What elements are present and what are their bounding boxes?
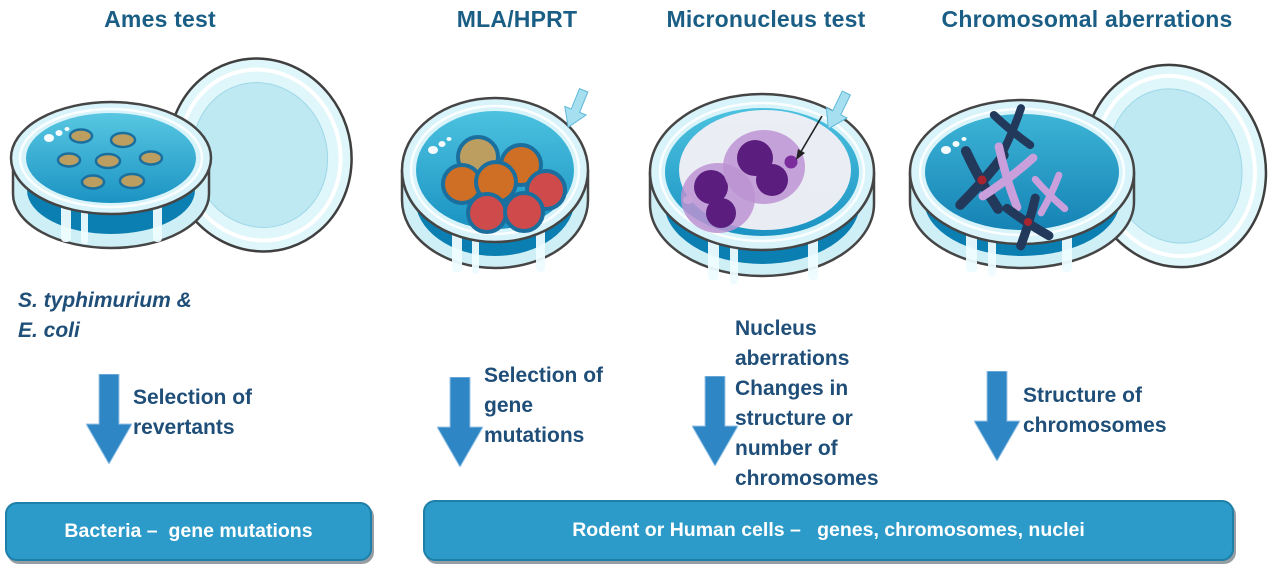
pour-arrow-icon: [825, 90, 852, 130]
chromosomal-result-label: Structure of chromosomes: [1023, 384, 1167, 437]
ames-result-label: Selection of revertants: [133, 386, 253, 439]
rodent-human-cells-banner: Rodent or Human cells – genes, chromosom…: [423, 500, 1234, 561]
mutant-cell-colonies-icon: [441, 135, 567, 234]
bacteria-banner: Bacteria – gene mutations: [5, 502, 372, 561]
binucleated-cell-with-micronucleus-icon: [723, 130, 805, 204]
chromosomes-icon: [955, 104, 1069, 251]
petri-dish-ames: [9, 57, 353, 253]
petri-base-icon: [400, 87, 590, 274]
title-chromosomal-aberrations: Chromosomal aberrations: [941, 6, 1233, 32]
petri-dish-micronucleus: [648, 90, 876, 284]
down-arrow-icon: [437, 377, 483, 467]
micronucleus-icon: [784, 155, 798, 169]
petri-dish-chromosomal: [908, 63, 1268, 276]
bacterial-colonies-icon: [56, 128, 164, 190]
petri-base-icon: [648, 90, 876, 284]
down-arrow-icon: [974, 371, 1020, 461]
petri-lid-icon: [167, 57, 353, 253]
glass-highlight: [44, 127, 70, 142]
pour-arrow-icon: [564, 87, 589, 129]
title-micronucleus-test: Micronucleus test: [666, 6, 866, 32]
glass-highlight: [941, 137, 967, 154]
petri-base-icon: [9, 100, 213, 250]
down-arrow-icon: [86, 374, 132, 464]
ames-organisms-note: S. typhimurium & E. coli: [18, 289, 192, 342]
glass-highlight: [428, 137, 452, 154]
title-ames-test: Ames test: [104, 6, 216, 32]
mla-hprt-result-label: Selection of gene mutations: [484, 364, 604, 447]
down-arrow-icon: [692, 376, 738, 466]
micronucleus-pointer-icon: [796, 115, 823, 160]
micronucleus-result-label: Nucleus aberrations Changes in structure…: [735, 317, 879, 490]
title-mla-hprt: MLA/HPRT: [456, 6, 578, 32]
petri-base-icon: [908, 98, 1136, 276]
petri-dish-mla-hprt: [400, 87, 590, 274]
